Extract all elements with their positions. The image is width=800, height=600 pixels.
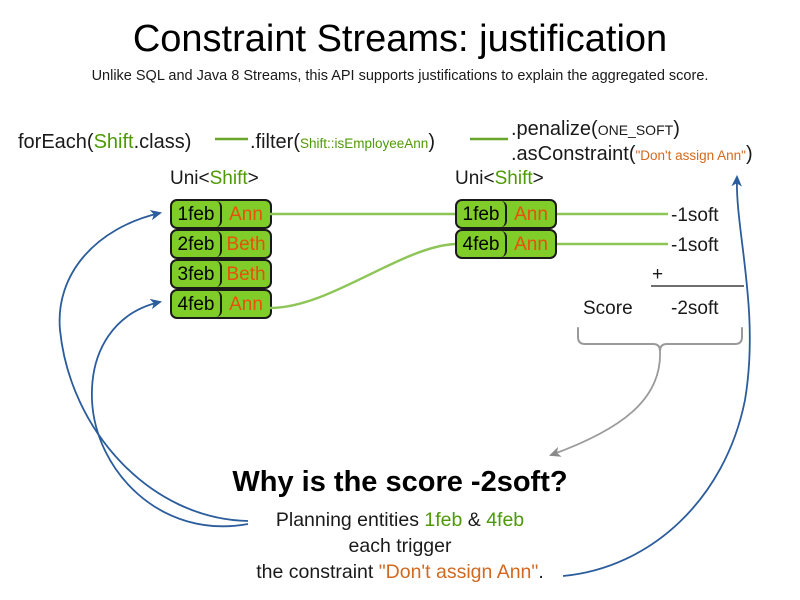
shift-chip-date: 3feb [172,261,222,287]
score-brace [577,327,743,352]
code-as-constraint: .asConstraint("Don't assign Ann") [511,143,753,166]
code-penalize-prefix: .penalize( [511,118,598,140]
explanation-line3-period: . [538,561,544,583]
shift-chip-employee: Ann [514,233,548,255]
penalty-value: -1soft [671,235,719,256]
code-for-each-prefix: forEach( [18,131,94,153]
code-penalize: .penalize(ONE_SOFT) [511,118,680,141]
shift-chip[interactable]: 1feb Ann [170,199,272,229]
code-as-constraint-prefix: .asConstraint( [511,143,636,165]
score-total: -2soft [671,298,719,319]
stream-header-right: Uni<Shift> [455,168,544,190]
shift-chip-employee: Beth [226,233,266,255]
code-as-constraint-arg: "Don't assign Ann" [635,148,746,163]
code-filter-prefix: .filter( [250,131,300,153]
shift-chip[interactable]: 4feb Ann [170,289,272,319]
explanation-heading: Why is the score -2soft? [232,466,568,498]
shift-chip-employee: Ann [514,203,548,225]
code-penalize-arg: ONE_SOFT [597,122,674,138]
shift-chip-filtered[interactable]: 1feb Ann [455,199,557,229]
stream-header-right-suffix: > [532,168,544,189]
shift-chip-date: 4feb [172,291,222,317]
shift-chip-employee: Ann [229,203,263,225]
explanation-ampersand: & [462,509,487,531]
shift-chip-date: 1feb [457,201,507,227]
code-for-each-suffix: .class) [133,131,192,153]
shift-chip-filtered[interactable]: 4feb Ann [455,229,557,259]
code-for-each: forEach(Shift.class) [18,131,191,154]
explanation-line3-prefix: the constraint [256,561,379,583]
explanation-line-2: each trigger [348,535,452,557]
stream-header-left-suffix: > [247,168,259,189]
stream-link-4feb [269,242,456,310]
brace-to-explanation-arrow [549,350,661,457]
explanation-constraint-name: "Don't assign Ann" [378,561,539,583]
shift-chip[interactable]: 2feb Beth [170,229,272,259]
stream-header-right-type: Shift [494,168,533,189]
code-filter-arg: Shift::isEmployeeAnn [300,136,429,151]
explanation-entity-1feb: 1feb [424,509,463,531]
score-label: Score [583,298,633,319]
sum-operator: + [652,264,664,285]
shift-chip-employee: Beth [226,263,266,285]
shift-chip-date: 1feb [172,201,222,227]
shift-chip-date: 4feb [457,231,507,257]
explanation-entity-4feb: 4feb [486,509,525,531]
shift-chip-date: 2feb [172,231,222,257]
stream-header-left-prefix: Uni< [170,168,210,189]
page-title: Constraint Streams: justification [132,18,668,60]
shift-chip[interactable]: 3feb Beth [170,259,272,289]
shift-chip-employee: Ann [229,293,263,315]
stream-header-left-type: Shift [209,168,248,189]
stream-header-right-prefix: Uni< [455,168,495,189]
code-filter: .filter(Shift::isEmployeeAnn) [250,131,435,154]
penalty-value: -1soft [671,205,719,226]
code-filter-suffix: ) [428,131,435,153]
explanation-line1-prefix: Planning entities [275,509,425,531]
explanation-line-3: the constraint "Don't assign Ann". [0,561,800,584]
code-as-constraint-suffix: ) [745,143,753,165]
code-for-each-type: Shift [93,131,134,153]
page-subtitle: Unlike SQL and Java 8 Streams, this API … [91,68,709,84]
explanation-line-1: Planning entities 1feb & 4feb [0,509,800,532]
stream-header-left: Uni<Shift> [170,168,259,190]
code-penalize-suffix: ) [673,118,680,140]
